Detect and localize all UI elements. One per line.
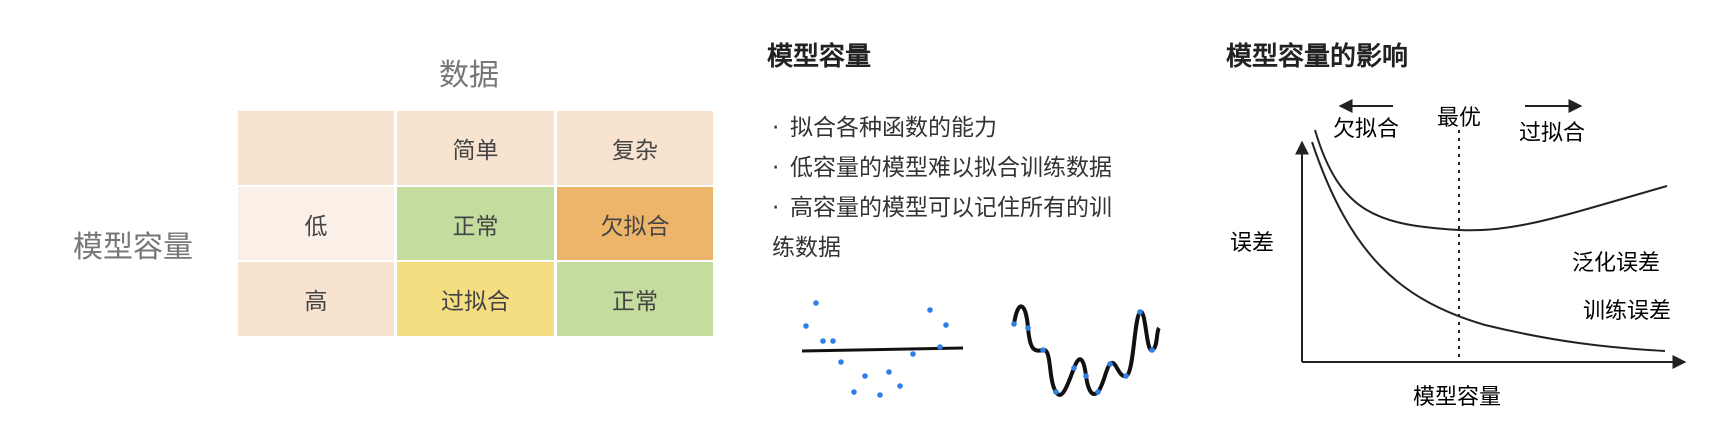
col-header-simple: 简单 [397,111,554,185]
training-error-label: 训练误差 [1583,299,1671,324]
capacity-bullet-list: · 拟合各种函数的能力 · 低容量的模型难以拟合训练数据 · 高容量的模型可以记… [772,108,1182,268]
generalization-error-curve [1314,129,1668,232]
bullet-dot: · [772,115,780,141]
bullet-item-continuation: 练数据 [772,228,1182,268]
bullet-text: 高容量的模型可以记住所有的训 [790,195,1112,221]
middle-title: 模型容量 [767,42,872,72]
bullet-text: 低容量的模型难以拟合训练数据 [790,155,1112,181]
underfit-label: 欠拟合 [1333,117,1399,142]
axis-label-data: 数据 [439,58,499,93]
bullet-text: 拟合各种函数的能力 [790,115,997,141]
right-title: 模型容量的影响 [1226,42,1409,72]
cell-high-complex: 正常 [557,262,713,336]
row-header-low: 低 [238,187,394,260]
overfit-curve [1012,304,1161,397]
overfit-label: 过拟合 [1519,121,1585,146]
underfit-points [803,300,949,398]
y-axis-label: 误差 [1230,231,1274,256]
capacity-data-matrix: 简单 复杂 低 正常 欠拟合 高 过拟合 正常 [238,111,713,336]
bullet-item: · 拟合各种函数的能力 [772,108,1182,148]
x-axis-label: 模型容量 [1413,385,1501,410]
bullet-dot: · [772,195,780,221]
underfit-line [801,346,964,353]
matrix-corner-cell [238,111,394,185]
optimal-label: 最优 [1437,106,1481,131]
bullet-item: · 低容量的模型难以拟合训练数据 [772,148,1182,188]
bullet-item: · 高容量的模型可以记住所有的训 [772,188,1182,228]
axis-label-model-capacity: 模型容量 [73,230,193,265]
capacity-error-plot: 欠拟合 最优 过拟合 误差 模型容量 泛化误差 训练误差 [1230,99,1687,410]
row-header-high: 高 [238,262,394,336]
underfit-illustration [801,300,964,398]
bullet-dot: · [772,155,780,181]
training-error-curve [1311,141,1666,352]
overfit-illustration [1011,304,1161,397]
cell-low-complex: 欠拟合 [557,187,713,260]
generalization-error-label: 泛化误差 [1572,251,1660,276]
cell-low-simple: 正常 [397,187,554,260]
fit-illustrations [801,300,1161,398]
bullet-text-continuation: 练数据 [772,235,841,261]
cell-high-simple: 过拟合 [397,262,554,336]
overfit-points [1011,309,1155,395]
col-header-complex: 复杂 [557,111,713,185]
